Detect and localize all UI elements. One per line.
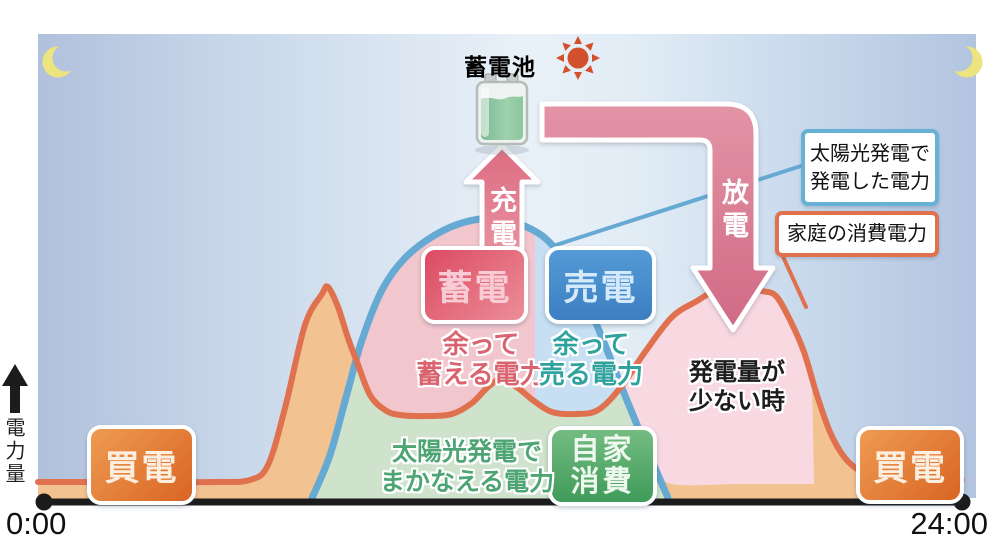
y-axis-arrow-icon — [2, 364, 28, 413]
discharge-arrow-icon — [539, 101, 776, 333]
consumption-leader-line — [778, 248, 808, 309]
legend-household-consumption: 家庭の消費電力 — [775, 211, 939, 257]
sell-electricity-label: 売電 — [563, 268, 638, 308]
buy-electricity-left-badge: 買電 — [87, 425, 196, 505]
discharge-label: 放電 — [718, 178, 748, 244]
buy-electricity-right-badge: 買電 — [856, 426, 964, 504]
self-consumption-label: 自家 消費 — [570, 434, 635, 498]
buy-electricity-left-label: 買電 — [104, 448, 179, 488]
axis-start-dot — [35, 493, 53, 511]
evening-low-generation-area — [621, 287, 814, 486]
household-consumption-curve — [35, 283, 965, 486]
x-axis-start-label: 0:00 — [6, 506, 67, 541]
solar-leader-line — [554, 164, 803, 247]
charge-label: 充電 — [486, 186, 516, 252]
buy-electricity-right-label: 買電 — [872, 448, 947, 488]
store-electricity-badge: 蓄電 — [421, 246, 528, 324]
store-electricity-label: 蓄電 — [437, 268, 512, 308]
sun-icon — [556, 36, 600, 80]
x-axis-end-label: 24:00 — [910, 506, 988, 541]
low-generation-annotation: 発電量が 少ない時 — [689, 359, 785, 415]
y-axis-label: 電力量 — [2, 417, 24, 486]
stored-surplus-annotation: 余って 蓄える電力 — [416, 329, 546, 389]
sold-surplus-annotation: 余って 売る電力 — [538, 329, 643, 389]
legend-solar-generation: 太陽光発電で 発電した電力 — [801, 129, 939, 206]
self-consumption-badge: 自家 消費 — [548, 426, 657, 506]
moon-left-icon — [42, 46, 74, 78]
moon-right-icon — [951, 46, 983, 78]
solar-covered-annotation: 太陽光発電で まかなえる電力 — [379, 438, 555, 496]
sell-electricity-badge: 売電 — [545, 246, 656, 324]
battery-caption: 蓄電池 — [464, 54, 536, 80]
battery-icon — [475, 73, 529, 155]
